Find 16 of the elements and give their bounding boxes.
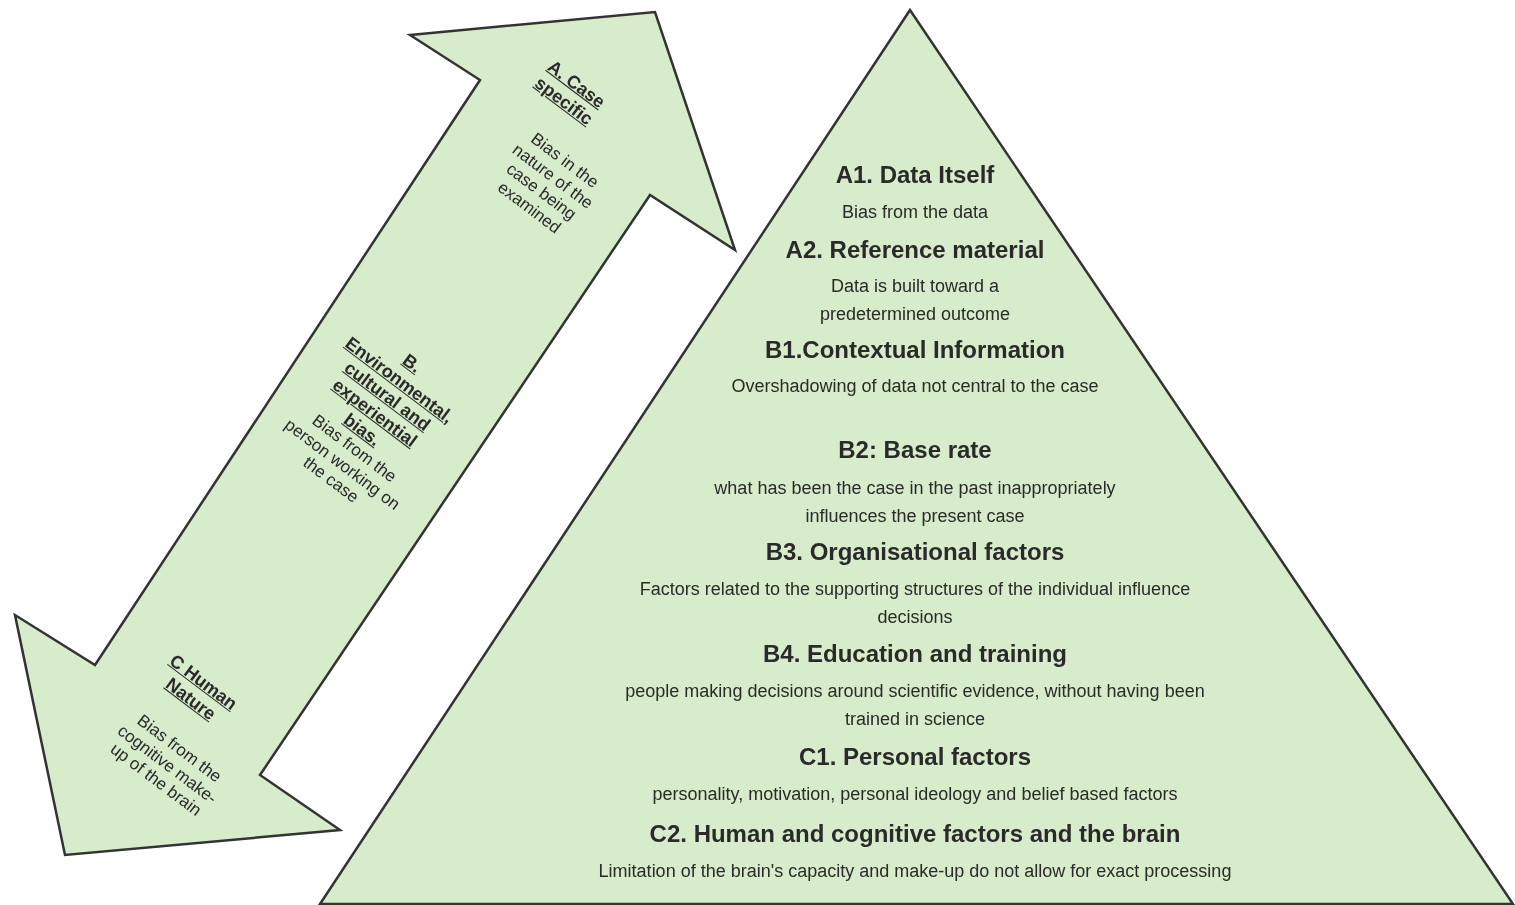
section-heading: C1. Personal factors: [797, 743, 1033, 772]
description-text: Data is built toward a predetermined outcome: [818, 275, 1012, 326]
section-heading: B3. Organisational factors: [764, 538, 1066, 567]
section-heading: B1.Contextual Information: [764, 336, 1066, 365]
description-text: personality, motivation, personal ideology and belief based factors: [651, 783, 1179, 806]
section-heading: A2. Reference material: [784, 236, 1046, 265]
description-text: Factors related to the supporting structures of the individual influence decisions: [638, 578, 1192, 629]
description-text: Limitation of the brain's capacity and make-up do not allow for exact processing: [597, 860, 1233, 883]
section-heading: C2. Human and cognitive factors and the brain: [648, 820, 1182, 849]
section-heading: A1. Data Itself: [834, 161, 996, 190]
description-text: people making decisions around scientific evidence, without having been trained in science: [624, 680, 1206, 731]
description-text: what has been the case in the past inappropriately influences the present case: [713, 477, 1117, 528]
description-text: Overshadowing of data not central to the case: [730, 375, 1100, 398]
section-heading: B2: Base rate: [837, 436, 993, 465]
section-heading: B4. Education and training: [762, 640, 1068, 669]
description-text: Bias from the data: [840, 201, 990, 224]
